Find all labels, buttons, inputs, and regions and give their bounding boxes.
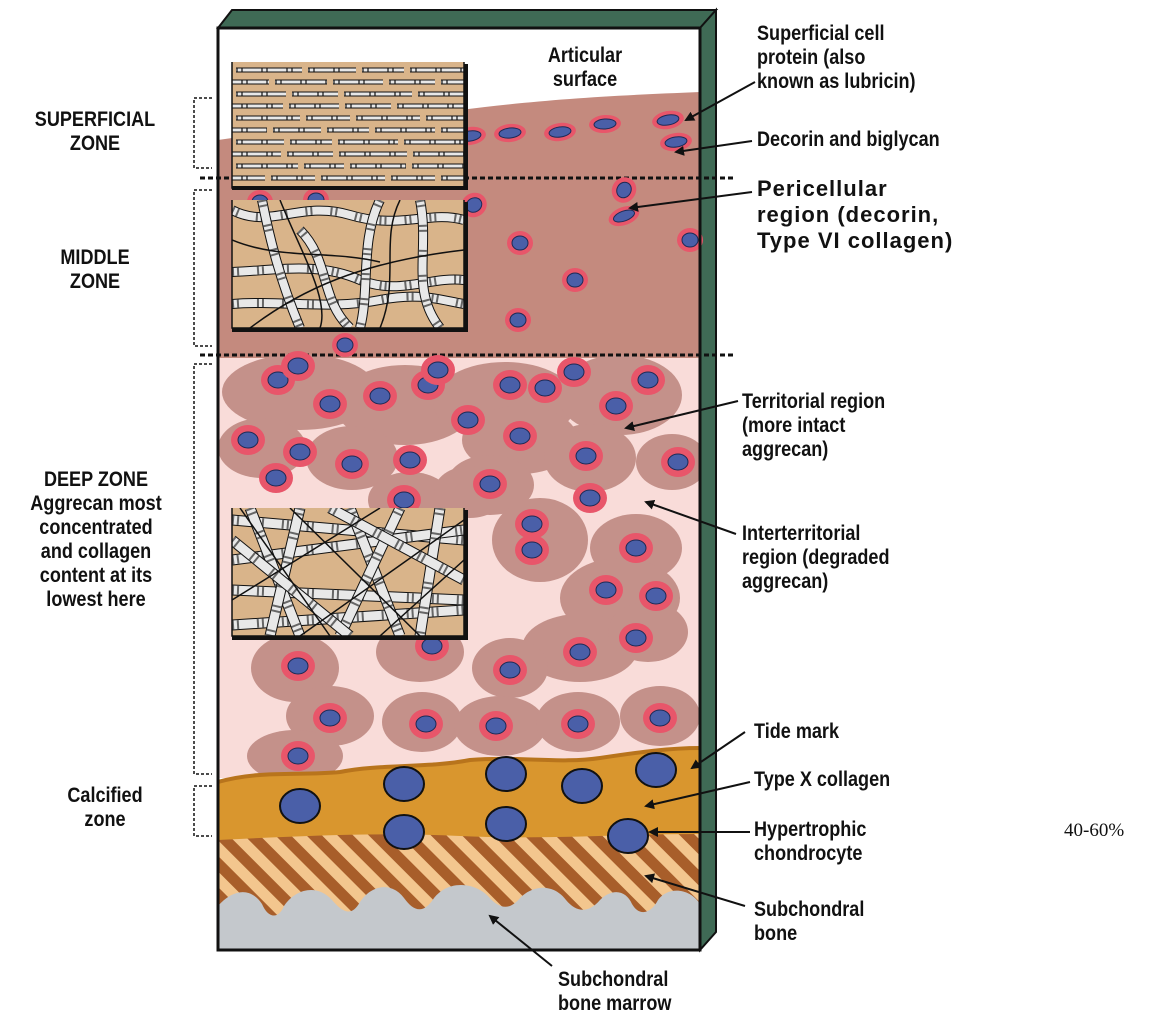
chondrocyte bbox=[493, 370, 527, 400]
chondrocyte bbox=[599, 391, 633, 421]
chondrocyte bbox=[335, 449, 369, 479]
zone-brackets bbox=[194, 98, 212, 836]
chondrocyte bbox=[561, 709, 595, 739]
pericellular-label: Pericellular region (decorin, Type VI co… bbox=[757, 176, 1047, 254]
chondrocyte bbox=[563, 637, 597, 667]
chondrocyte bbox=[589, 575, 623, 605]
chondrocyte bbox=[661, 447, 695, 477]
superficial-zone-label: SUPERFICIAL ZONE bbox=[22, 108, 168, 156]
chondrocyte bbox=[507, 231, 533, 255]
chondrocyte bbox=[479, 711, 513, 741]
chondrocyte bbox=[259, 463, 293, 493]
chondrocyte bbox=[313, 703, 347, 733]
middle-collagen-inset bbox=[232, 200, 466, 330]
lubricin-label: Superficial cell protein (also known as … bbox=[757, 22, 981, 94]
chondrocyte bbox=[619, 533, 653, 563]
chondrocyte bbox=[393, 445, 427, 475]
chondrocyte bbox=[493, 655, 527, 685]
hypertrophic-chondrocyte bbox=[486, 757, 526, 791]
chondrocyte bbox=[505, 308, 531, 332]
side-note: 40-60% bbox=[1064, 820, 1124, 842]
chondrocyte bbox=[619, 623, 653, 653]
deep-zone-label: DEEP ZONE Aggrecan most concentrated and… bbox=[15, 468, 177, 612]
hypertrophic-chondrocyte bbox=[562, 769, 602, 803]
hypertrophic-chondrocyte-label: Hypertrophic chondrocyte bbox=[754, 818, 943, 866]
hypertrophic-chondrocyte bbox=[280, 789, 320, 823]
chondrocyte bbox=[281, 651, 315, 681]
chondrocyte bbox=[643, 703, 677, 733]
chondrocyte bbox=[528, 373, 562, 403]
chondrocyte bbox=[283, 437, 317, 467]
decorin-biglycan-label: Decorin and biglycan bbox=[757, 128, 998, 152]
territorial-label: Territorial region (more intact aggrecan… bbox=[742, 390, 966, 462]
calcified-zone-label: Calcified zone bbox=[49, 784, 161, 832]
hypertrophic-chondrocyte bbox=[384, 767, 424, 801]
chondrocyte bbox=[515, 535, 549, 565]
chondrocyte bbox=[231, 425, 265, 455]
hypertrophic-chondrocyte bbox=[486, 807, 526, 841]
chondrocyte bbox=[503, 421, 537, 451]
chondrocyte bbox=[639, 581, 673, 611]
superficial-collagen-inset bbox=[216, 62, 509, 188]
chondrocyte bbox=[332, 333, 358, 357]
chondrocyte bbox=[281, 351, 315, 381]
chondrocyte bbox=[573, 483, 607, 513]
hypertrophic-chondrocyte bbox=[608, 819, 648, 853]
chondrocyte bbox=[363, 381, 397, 411]
chondrocyte bbox=[557, 357, 591, 387]
chondrocyte bbox=[409, 709, 443, 739]
chondrocyte bbox=[421, 355, 455, 385]
middle-zone-label: MIDDLE ZONE bbox=[22, 246, 168, 294]
chondrocyte bbox=[631, 365, 665, 395]
subchondral-bone-label: Subchondral bone bbox=[754, 898, 926, 946]
chondrocyte bbox=[569, 441, 603, 471]
tide-mark-label: Tide mark bbox=[754, 720, 926, 744]
chondrocyte bbox=[473, 469, 507, 499]
subchondral-marrow-label: Subchondral bone marrow bbox=[558, 968, 730, 1016]
chondrocyte bbox=[451, 405, 485, 435]
chondrocyte bbox=[562, 268, 588, 292]
hypertrophic-chondrocyte bbox=[384, 815, 424, 849]
chondrocyte bbox=[313, 389, 347, 419]
chondrocyte bbox=[281, 741, 315, 771]
articular-surface-label: Articular surface bbox=[529, 44, 641, 92]
chondrocyte bbox=[515, 509, 549, 539]
hypertrophic-chondrocyte bbox=[636, 753, 676, 787]
deep-collagen-inset bbox=[232, 508, 466, 638]
type-x-collagen-label: Type X collagen bbox=[754, 768, 960, 792]
slab-side-edge bbox=[700, 10, 716, 950]
interterritorial-label: Interterritorial region (degraded aggrec… bbox=[742, 522, 966, 594]
slab-top-edge bbox=[218, 10, 716, 28]
